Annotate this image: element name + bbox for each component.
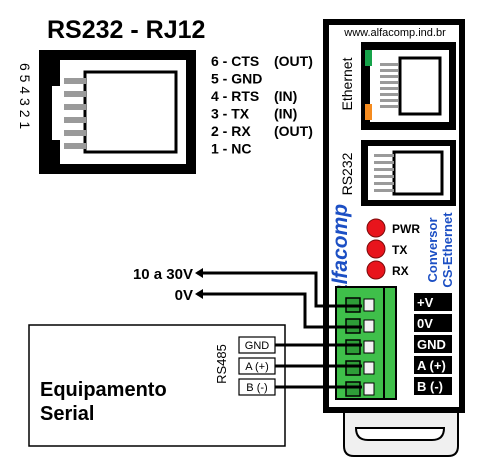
terminal-clamp xyxy=(363,319,375,333)
equipment-name-line2: Serial xyxy=(40,403,94,425)
rj12-pin-direction: (IN) xyxy=(274,88,297,104)
led-rx xyxy=(366,260,386,280)
website-label: www.alfacomp.ind.br xyxy=(343,27,446,39)
ethernet-link-led xyxy=(365,50,372,66)
rj12-pin-direction: (OUT) xyxy=(274,123,313,139)
terminal-clamp xyxy=(363,382,375,396)
rj12-jack xyxy=(39,50,196,174)
led-label: RX xyxy=(392,264,409,278)
terminal-clamp xyxy=(363,298,375,312)
status-leds: PWR TX RX xyxy=(366,218,420,280)
rs485-label: RS485 xyxy=(214,344,229,384)
brand-logo: alfacomp xyxy=(329,204,352,296)
terminal-block[interactable] xyxy=(335,286,397,400)
rs232-contacts xyxy=(374,154,394,192)
equipment-ports: GND A (+) B (-) xyxy=(238,336,276,396)
equipment-port-label: B (-) xyxy=(246,382,267,394)
terminal-screw[interactable] xyxy=(345,381,361,397)
terminal-label: A (+) xyxy=(417,358,446,373)
equipment-port-label: A (+) xyxy=(245,361,269,373)
rj12-contacts xyxy=(64,78,86,149)
led-pwr xyxy=(366,218,386,238)
terminal-label: 0V xyxy=(417,316,433,331)
terminal-labels: +V 0V GND A (+) B (-) xyxy=(414,293,452,395)
equipment-port-label: GND xyxy=(245,340,270,352)
rs232-label: RS232 xyxy=(339,152,355,195)
terminal-screw[interactable] xyxy=(345,339,361,355)
rj12-title: RS232 - RJ12 xyxy=(47,16,205,44)
terminal-label: B (-) xyxy=(417,379,443,394)
din-clip xyxy=(343,403,459,457)
terminal-tag xyxy=(414,293,452,311)
led-tx xyxy=(366,239,386,259)
equipment-name-line1: Equipamento xyxy=(40,379,167,401)
terminal-tag xyxy=(414,335,452,353)
rj12-pin-label: 5 - GND xyxy=(211,71,262,87)
ethernet-port[interactable] xyxy=(361,42,456,130)
led-label: PWR xyxy=(392,222,420,236)
ethernet-label: Ethernet xyxy=(339,57,355,110)
terminal-label: GND xyxy=(417,337,446,352)
ethernet-activity-led xyxy=(365,104,372,120)
rj12-pin-label: 6 - CTS xyxy=(211,53,259,69)
terminal-clamp xyxy=(363,361,375,375)
rj12-pin-label: 2 - RX xyxy=(211,123,251,139)
rj12-pin-numbers: 6 5 4 3 2 1 xyxy=(17,63,33,129)
product-name-line1: Conversor xyxy=(425,217,440,282)
rj12-pin-label: 1 - NC xyxy=(211,141,251,157)
rj12-pin-label: 3 - TX xyxy=(211,106,250,122)
terminal-screw[interactable] xyxy=(345,360,361,376)
led-label: TX xyxy=(392,243,407,257)
power-arrows xyxy=(195,268,203,299)
terminal-clamp xyxy=(363,340,375,354)
rs485-wires xyxy=(275,343,362,389)
rs232-port[interactable] xyxy=(361,140,456,206)
power-ground-label: 0V xyxy=(175,287,193,304)
terminal-label: +V xyxy=(417,295,434,310)
terminal-tag xyxy=(414,356,452,374)
terminal-tag xyxy=(414,314,452,332)
rj12-pin-direction: (IN) xyxy=(274,106,297,122)
product-name-line2: CS-Ethernet xyxy=(440,212,455,288)
rj12-pin-label: 4 - RTS xyxy=(211,88,259,104)
power-voltage-label: 10 a 30V xyxy=(133,266,193,283)
rj12-pin-direction: (OUT) xyxy=(274,53,313,69)
terminal-tag xyxy=(414,377,452,395)
ethernet-contacts xyxy=(380,63,398,108)
power-wires xyxy=(197,271,362,329)
